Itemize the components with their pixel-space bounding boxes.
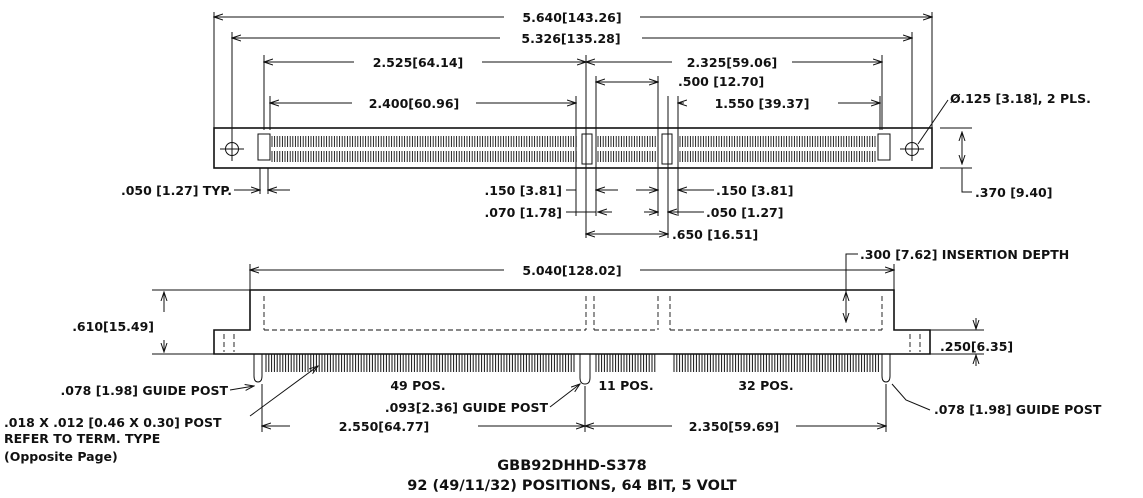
dim-body-length: 5.040[128.02] xyxy=(522,263,621,278)
dim-mid-span: .500 [12.70] xyxy=(678,74,764,89)
dim-overall-length: 5.640[143.26] xyxy=(522,10,621,25)
front-dimension-lines xyxy=(152,253,984,432)
dim-key-left: .150 [3.81] xyxy=(485,183,562,198)
top-dimension-lines xyxy=(214,17,972,234)
dim-right-group-span: 2.325[59.06] xyxy=(687,55,778,70)
top-view: 5.640[143.26] 5.326[135.28] 2.525[64.14]… xyxy=(121,10,1091,242)
mounting-hole-left xyxy=(220,137,244,161)
insertion-depth-label: .300 [7.62] INSERTION DEPTH xyxy=(860,247,1069,262)
end-latch-left xyxy=(257,133,271,161)
mounting-hole-right xyxy=(900,137,924,161)
dim-small-pitch: .050 [1.27] xyxy=(706,205,783,220)
connector-body-top xyxy=(213,127,933,169)
dim-flange-height: .250[6.35] xyxy=(940,339,1013,354)
guide-post-right-label: .078 [1.98] GUIDE POST xyxy=(934,402,1102,417)
dim-left-group-span: 2.525[64.14] xyxy=(373,55,464,70)
guide-post-left xyxy=(253,354,263,383)
connector-body-front xyxy=(213,289,931,355)
dim-hole-spacing: 5.326[135.28] xyxy=(521,31,620,46)
dim-key-right: .150 [3.81] xyxy=(716,183,793,198)
post-spec-line2: REFER TO TERM. TYPE xyxy=(4,431,160,446)
pos-count-32: 32 POS. xyxy=(738,378,793,393)
dim-pitch: .050 [1.27] TYP. xyxy=(121,183,232,198)
dim-overall-height: .610[15.49] xyxy=(72,319,154,334)
dim-right-inner-span: 1.550 [39.37] xyxy=(715,96,810,111)
guide-post-right xyxy=(881,354,891,383)
guide-post-mid-label: .093[2.36] GUIDE POST xyxy=(385,400,549,415)
dim-key-gap: .070 [1.78] xyxy=(485,205,562,220)
end-latch-right xyxy=(877,133,891,161)
terminal-pins xyxy=(265,354,879,372)
front-view: 5.040[128.02] .300 [7.62] INSERTION DEPT… xyxy=(4,247,1102,464)
dim-bottom-left-span: 2.550[64.77] xyxy=(339,419,430,434)
pos-count-49: 49 POS. xyxy=(390,378,445,393)
dim-bottom-right-span: 2.350[59.69] xyxy=(689,419,780,434)
pos-count-11: 11 POS. xyxy=(598,378,653,393)
hidden-lines xyxy=(223,296,921,352)
guide-post-mid xyxy=(579,354,591,385)
part-description: 92 (49/11/32) POSITIONS, 64 BIT, 5 VOLT xyxy=(407,478,737,494)
key-divider-left xyxy=(581,133,593,165)
post-spec-line1: .018 X .012 [0.46 X 0.30] POST xyxy=(4,415,222,430)
post-spec-line3: (Opposite Page) xyxy=(4,449,118,464)
key-divider-right xyxy=(661,133,673,165)
part-number: GBB92DHHD-S378 xyxy=(497,458,647,474)
hole-callout: Ø.125 [3.18], 2 PLS. xyxy=(950,91,1091,106)
dim-height: .370 [9.40] xyxy=(975,185,1052,200)
dim-left-inner-span: 2.400[60.96] xyxy=(369,96,460,111)
contact-rows xyxy=(271,136,876,162)
guide-post-left-label: .078 [1.98] GUIDE POST xyxy=(61,383,229,398)
dim-key-span: .650 [16.51] xyxy=(672,227,758,242)
